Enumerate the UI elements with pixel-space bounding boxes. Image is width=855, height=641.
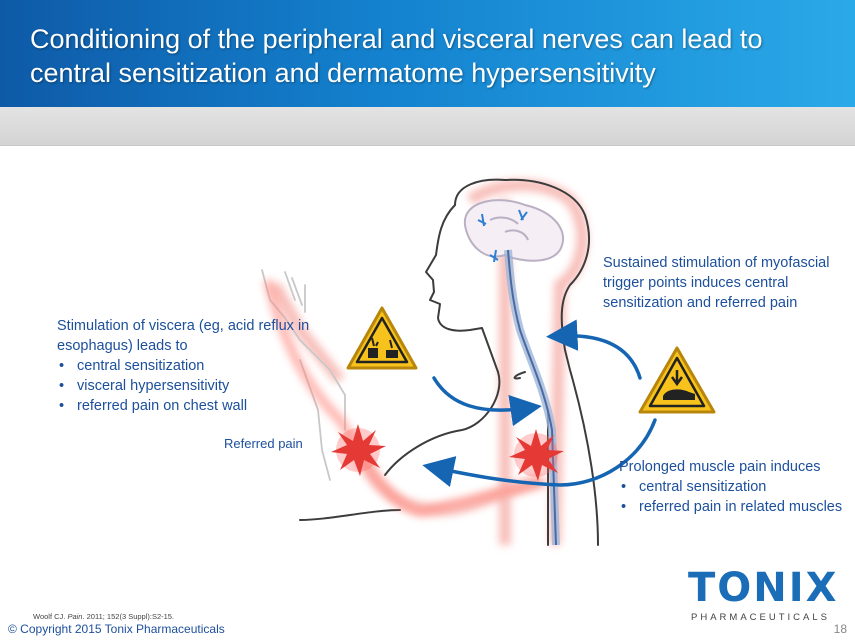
muscle-bullet: central sensitization: [619, 477, 844, 497]
muscle-intro: Prolonged muscle pain induces: [619, 459, 821, 475]
subtitle-band: [0, 107, 855, 146]
muscle-bullet: referred pain in related muscles: [619, 497, 844, 517]
title-bar: Conditioning of the peripheral and visce…: [0, 0, 855, 107]
myofascial-stimulation-text: Sustained stimulation of myofascial trig…: [603, 255, 830, 311]
citation-author: Woolf CJ.: [33, 612, 68, 621]
viscera-bullet: central sensitization: [57, 356, 347, 376]
body-outline: [299, 178, 599, 546]
arm-glow: [263, 278, 547, 518]
muscle-bullet-list: central sensitization referred pain in r…: [619, 477, 844, 517]
chemical-hazard-warning-icon: [346, 306, 418, 370]
brain: [463, 199, 565, 262]
slide-title: Conditioning of the peripheral and visce…: [30, 24, 763, 88]
referred-pain-label: Referred pain: [224, 436, 303, 451]
tonix-logo: TONIX PHARMACEUTICALS: [688, 565, 839, 626]
muscle-pain-text: Prolonged muscle pain induces central se…: [619, 457, 844, 517]
pain-burst-left: [331, 424, 386, 476]
neuron-marks: [477, 209, 528, 263]
citation-journal: Pain: [67, 612, 83, 621]
logo-wordmark: TONIX: [688, 565, 839, 611]
viscera-bullet: referred pain on chest wall: [57, 396, 347, 416]
flow-arrows: [422, 319, 657, 487]
page-number: 18: [833, 622, 847, 636]
pain-burst-right: [509, 429, 564, 481]
spinal-cord: [504, 249, 560, 546]
viscera-intro: Stimulation of viscera (eg, acid reflux …: [57, 318, 310, 354]
citation-details: . 2011; 152(3 Suppl):S2-15.: [82, 612, 175, 621]
viscera-stimulation-text: Stimulation of viscera (eg, acid reflux …: [57, 316, 347, 416]
citation: Woolf CJ. Pain. 2011; 152(3 Suppl):S2-15…: [33, 612, 174, 621]
viscera-bullet-list: central sensitization visceral hypersens…: [57, 356, 347, 416]
crushing-hand-warning-icon: [638, 346, 716, 414]
logo-subtitle: PHARMACEUTICALS: [691, 612, 830, 623]
viscera-bullet: visceral hypersensitivity: [57, 376, 347, 396]
copyright-notice: © Copyright 2015 Tonix Pharmaceuticals: [8, 622, 225, 636]
